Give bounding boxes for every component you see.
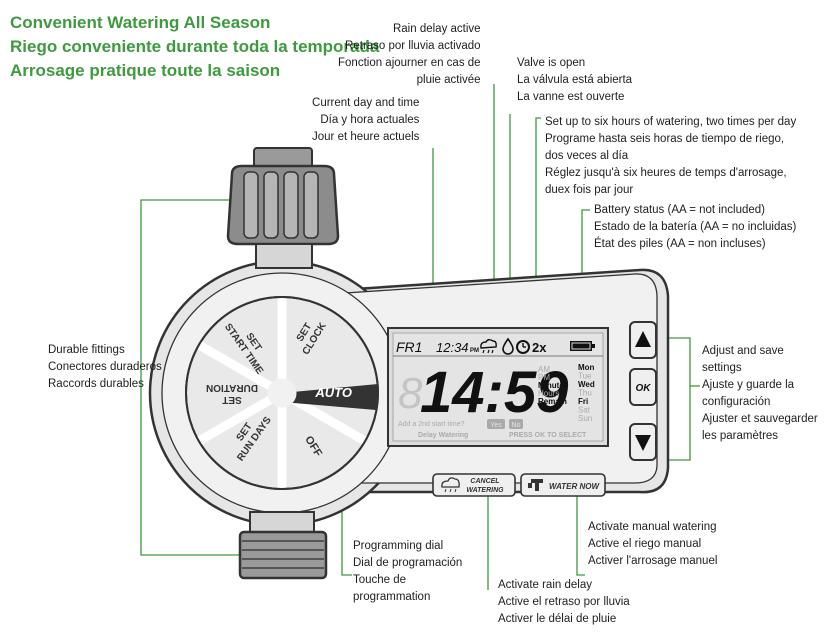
callout-adjust: Adjust and save settings Ajuste y guarde… (702, 345, 818, 442)
lcd-day-mon: Mon (578, 363, 595, 372)
outlet-fitting (238, 511, 328, 580)
lcd-pm-dim: PM (538, 373, 550, 382)
svg-text:CANCEL: CANCEL (470, 478, 499, 485)
lcd-hours: Hours (538, 389, 559, 398)
callout-dial: Programming dial Dial de programación To… (353, 540, 463, 603)
lcd-add-start: Add a 2nd start time? (398, 421, 465, 428)
lcd-pm: PM (470, 348, 479, 354)
leader-arrows (656, 337, 691, 461)
svg-text:WATER NOW: WATER NOW (549, 482, 601, 491)
lcd-day-wed: Wed (578, 380, 595, 389)
up-button[interactable] (629, 321, 657, 359)
leader-six-hours (535, 117, 541, 338)
lcd-day-sat: Sat (578, 406, 591, 415)
rain-cloud-icon (441, 477, 460, 493)
lcd-am: AM (538, 365, 550, 374)
ok-button[interactable]: OK (629, 368, 657, 406)
callout-manual: Activate manual watering Active el riego… (588, 521, 718, 567)
lcd-minutes: Minutes (538, 381, 569, 390)
callout-rain-button: Activate rain delay Active el retraso po… (498, 579, 630, 625)
lcd-digits: 14:59 (420, 360, 568, 425)
battery-icon (570, 341, 595, 351)
inlet-coupling (226, 147, 340, 269)
callout-day-time: Current day and time Día y hora actuales… (312, 97, 420, 143)
dial-auto-band (282, 384, 378, 410)
lcd-freq: 2x (532, 340, 547, 355)
lcd-press-ok: PRESS OK TO SELECT (509, 432, 587, 439)
leader-water-now (576, 492, 585, 576)
svg-text:DURATION: DURATION (206, 382, 258, 393)
lcd-yes: Yes (490, 422, 502, 429)
dial-auto-label: AUTO (314, 385, 352, 400)
svg-text:SET: SET (222, 394, 241, 405)
svg-text:WATERING: WATERING (466, 487, 504, 494)
lcd-clock: 12:34 (436, 340, 469, 355)
schedule-clock-icon (516, 340, 530, 354)
dial-set-duration: SET DURATION (206, 382, 258, 405)
lcd-day-sun: Sun (578, 414, 592, 423)
callout-fittings: Durable fittings Conectores duraderos Ra… (48, 344, 162, 390)
programming-dial[interactable]: AUTO SET CLOCK SET START TIME SET DURATI… (185, 296, 379, 490)
cancel-watering-button[interactable]: CANCEL WATERING (432, 473, 516, 497)
lcd-no: No (512, 422, 521, 429)
title-fr: Arrosage pratique toute la saison (10, 61, 281, 80)
callout-battery: Battery status (AA = not included) Estad… (594, 204, 797, 250)
faucet-icon (528, 479, 543, 491)
lcd-day-tue: Tue (578, 372, 592, 381)
lcd-ghost-digit: 8 (398, 369, 423, 418)
title-en: Convenient Watering All Season (10, 13, 271, 32)
callout-six-hours: Set up to six hours of watering, two tim… (545, 116, 797, 196)
valve-open-icon (502, 337, 514, 355)
lcd-delay: Delay Watering (418, 432, 468, 439)
arrow-up-icon (635, 331, 651, 347)
water-now-button[interactable]: WATER NOW (520, 473, 606, 497)
callout-valve: Valve is open La válvula está abierta La… (517, 57, 633, 103)
arrow-down-icon (635, 435, 651, 451)
rain-delay-icon (480, 339, 497, 354)
leader-fittings (140, 199, 283, 556)
lcd-remain: Remain (538, 397, 567, 406)
svg-text:OK: OK (636, 383, 652, 394)
lcd-day: FR1 (396, 339, 422, 355)
down-button[interactable] (629, 423, 657, 461)
lcd-day-thu: Thu (578, 389, 592, 398)
title-es: Riego conveniente durante toda la tempor… (10, 37, 380, 56)
lcd-day-fri: Fri (578, 397, 588, 406)
lcd-display: FR1 12:34 PM 2x 8 14:59 (387, 327, 609, 447)
callout-rain-delay: Rain delay active Retraso por lluvia act… (338, 23, 481, 86)
